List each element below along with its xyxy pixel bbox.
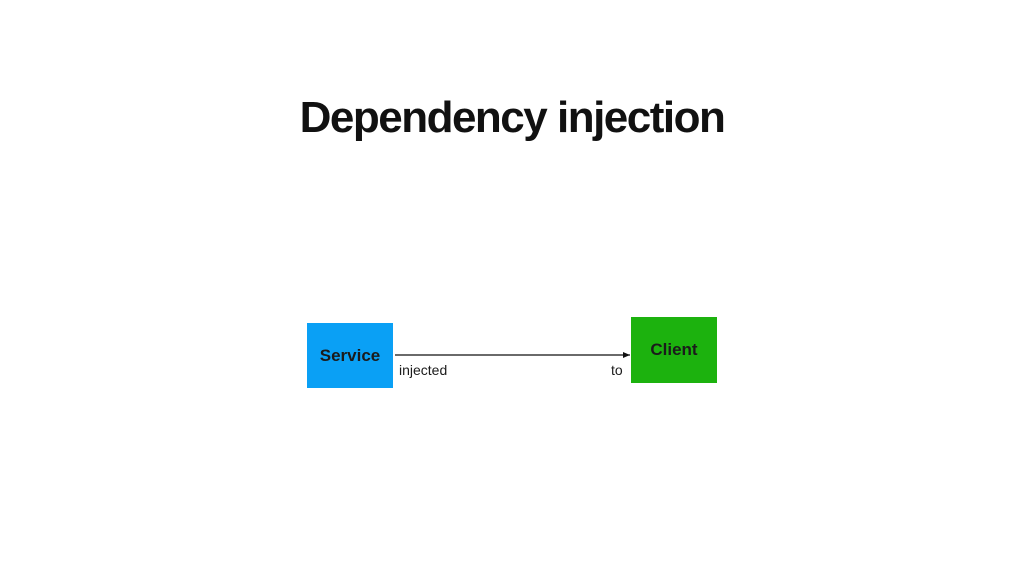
edge-label-to: to — [611, 362, 623, 378]
client-node-label: Client — [650, 340, 698, 359]
client-node: Client — [631, 317, 717, 383]
edge-label-injected: injected — [399, 362, 448, 378]
service-node-label: Service — [319, 345, 381, 365]
slide-title: Dependency injection — [299, 93, 726, 142]
service-node: Service — [307, 323, 393, 388]
